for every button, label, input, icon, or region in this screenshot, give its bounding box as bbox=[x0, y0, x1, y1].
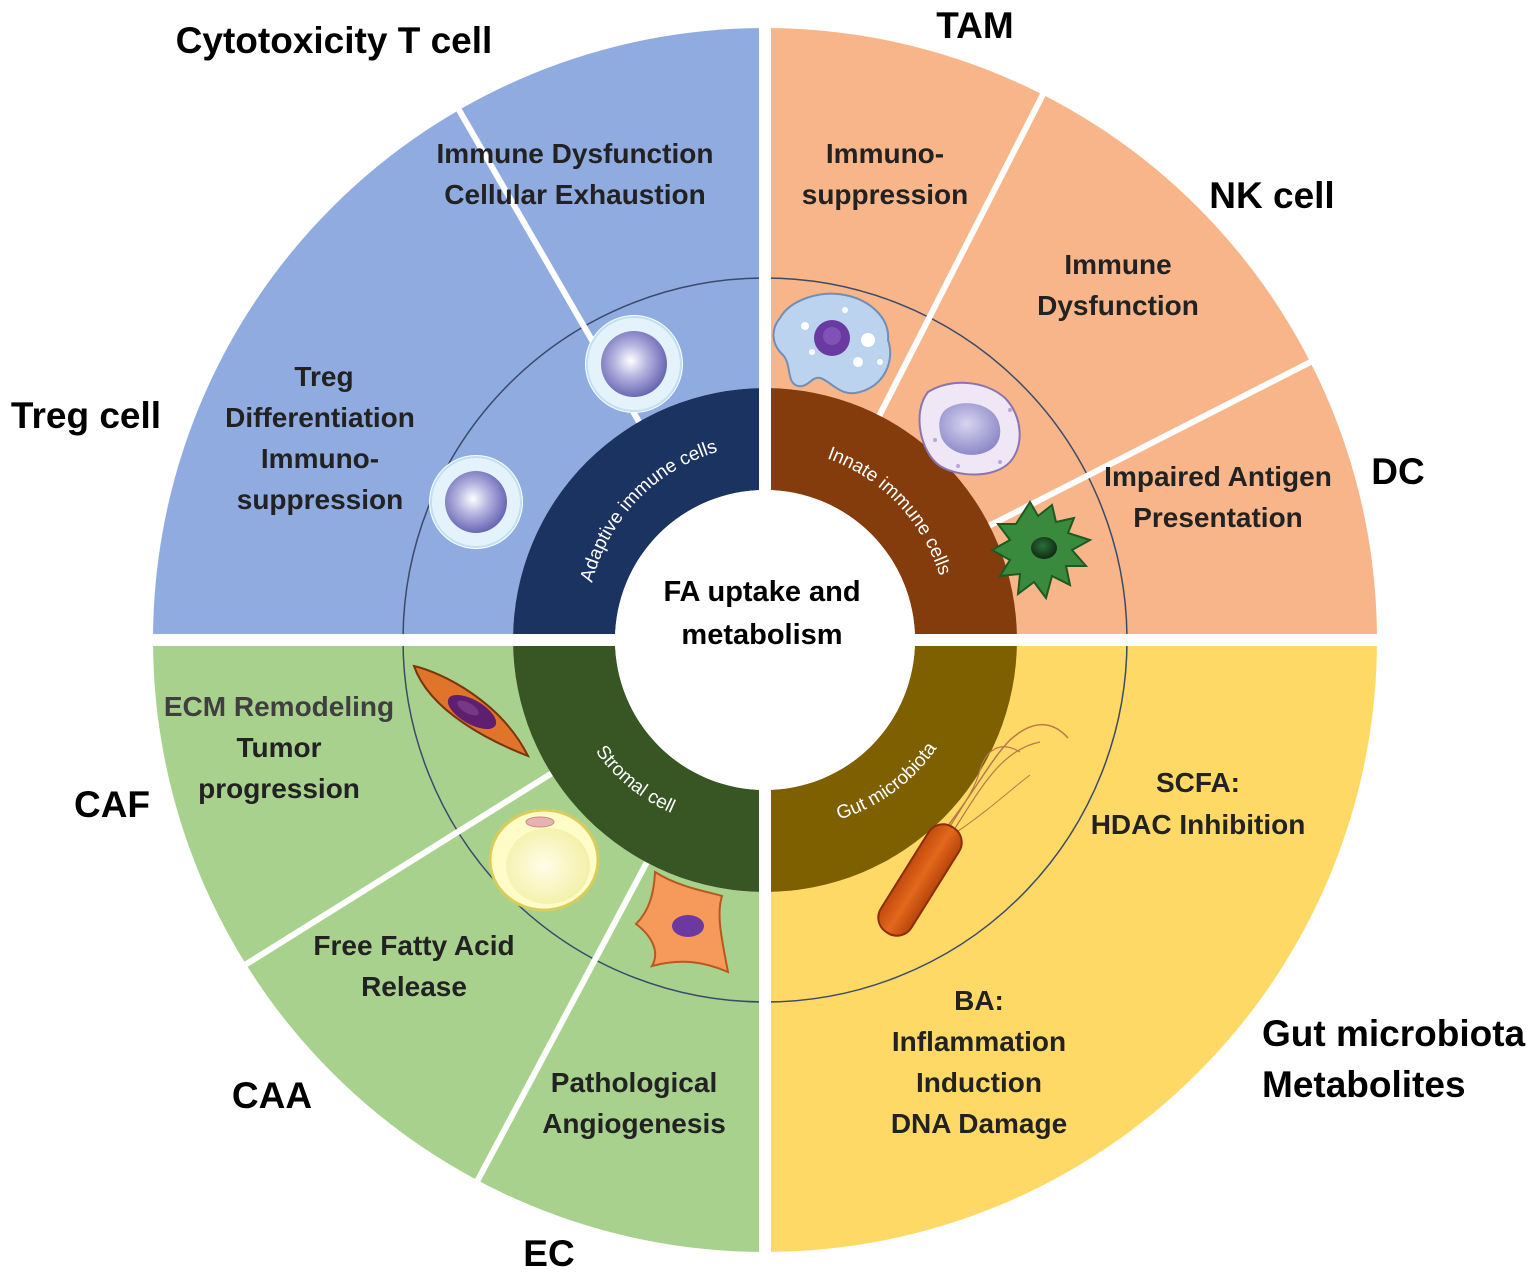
treg-text-3: Immuno- bbox=[261, 443, 379, 474]
center-title-line2: metabolism bbox=[681, 619, 842, 651]
center-circle bbox=[615, 490, 915, 790]
cytotoxic-t-text-2: Cellular Exhaustion bbox=[444, 179, 705, 210]
mid-ring-arc-adaptive bbox=[402, 277, 766, 641]
segment-cytotoxic-t: Immune Dysfunction Cellular Exhaustion bbox=[437, 138, 714, 210]
label-tam: TAM bbox=[936, 5, 1013, 46]
quadrant-fill-innate bbox=[765, 28, 1377, 640]
segment-dc: Impaired Antigen Presentation bbox=[1104, 461, 1332, 533]
mid-ring-arc-innate bbox=[764, 277, 1128, 641]
endothelial-cell-icon bbox=[634, 870, 730, 974]
label-caf: CAF bbox=[74, 784, 150, 825]
segment-gut: SCFA: HDAC Inhibition BA: Inflammation I… bbox=[891, 767, 1305, 1139]
tam-text-2: suppression bbox=[802, 179, 968, 210]
adipocyte-icon bbox=[488, 808, 600, 912]
fibroblast-icon bbox=[412, 664, 531, 758]
t-cell-icon bbox=[585, 315, 683, 413]
separator-radial-5 bbox=[473, 861, 650, 1185]
segment-ec: Pathological Angiogenesis bbox=[542, 1067, 726, 1139]
treg-text-1: Treg bbox=[294, 361, 353, 392]
nk-text-1: Immune bbox=[1064, 249, 1171, 280]
caa-text-2: Release bbox=[361, 971, 467, 1002]
caa-text-1: Free Fatty Acid bbox=[313, 930, 514, 961]
segment-caf: ECM Remodeling Tumor progression bbox=[164, 691, 394, 804]
segment-nk: Immune Dysfunction bbox=[1037, 249, 1199, 321]
label-cytotoxic-t: Cytotoxicity T cell bbox=[176, 20, 493, 61]
nk-cell-icon bbox=[918, 381, 1021, 476]
label-treg: Treg cell bbox=[11, 395, 161, 436]
ba-text-4: DNA Damage bbox=[891, 1108, 1067, 1139]
quadrant-fill-stromal bbox=[153, 640, 765, 1252]
separator-radial-4 bbox=[241, 770, 553, 969]
label-gut-line2: Metabolites bbox=[1262, 1064, 1466, 1105]
segment-tam: Immuno- suppression bbox=[802, 138, 968, 210]
caf-text-2: Tumor bbox=[236, 732, 321, 763]
scfa-text-2: HDAC Inhibition bbox=[1091, 809, 1306, 840]
label-caa: CAA bbox=[232, 1075, 312, 1116]
caf-text-1: ECM Remodeling bbox=[164, 691, 394, 722]
bacterium-icon bbox=[877, 723, 1069, 937]
separator-radial-2 bbox=[876, 90, 1047, 417]
ec-text-2: Angiogenesis bbox=[542, 1108, 726, 1139]
nk-text-2: Dysfunction bbox=[1037, 290, 1199, 321]
inner-ring-adaptive bbox=[513, 388, 765, 640]
ba-text-3: Induction bbox=[916, 1067, 1042, 1098]
tam-text-1: Immuno- bbox=[826, 138, 944, 169]
inner-ring-gut bbox=[765, 640, 1017, 892]
ba-text-1: BA: bbox=[954, 985, 1004, 1016]
macrophage-icon bbox=[772, 292, 892, 395]
center-title-line1: FA uptake and bbox=[663, 576, 860, 608]
label-ec: EC bbox=[523, 1233, 574, 1274]
caf-text-3: progression bbox=[198, 773, 360, 804]
dc-text-2: Presentation bbox=[1133, 502, 1303, 533]
inner-ring-innate bbox=[765, 388, 1017, 640]
treg-text-4: suppression bbox=[237, 484, 403, 515]
segment-treg: Treg Differentiation Immuno- suppression bbox=[225, 361, 415, 515]
dc-text-1: Impaired Antigen bbox=[1104, 461, 1332, 492]
scfa-text-1: SCFA: bbox=[1156, 767, 1240, 798]
quadrant-fill-adaptive bbox=[153, 28, 765, 640]
label-gut-line1: Gut microbiota bbox=[1262, 1013, 1526, 1054]
cytotoxic-t-text-1: Immune Dysfunction bbox=[437, 138, 714, 169]
mid-ring-arc-gut bbox=[764, 639, 1128, 1003]
treg-text-2: Differentiation bbox=[225, 402, 415, 433]
ba-text-2: Inflammation bbox=[892, 1026, 1066, 1057]
quadrant-fill-gut bbox=[765, 640, 1377, 1252]
treg-cell-icon bbox=[429, 455, 523, 549]
inner-ring-stromal bbox=[513, 640, 765, 892]
dendritic-cell-icon bbox=[989, 500, 1093, 601]
label-dc: DC bbox=[1371, 451, 1424, 492]
separator-radial-3 bbox=[988, 358, 1315, 529]
label-nk: NK cell bbox=[1209, 175, 1334, 216]
segment-caa: Free Fatty Acid Release bbox=[313, 930, 514, 1002]
ec-text-1: Pathological bbox=[551, 1067, 717, 1098]
